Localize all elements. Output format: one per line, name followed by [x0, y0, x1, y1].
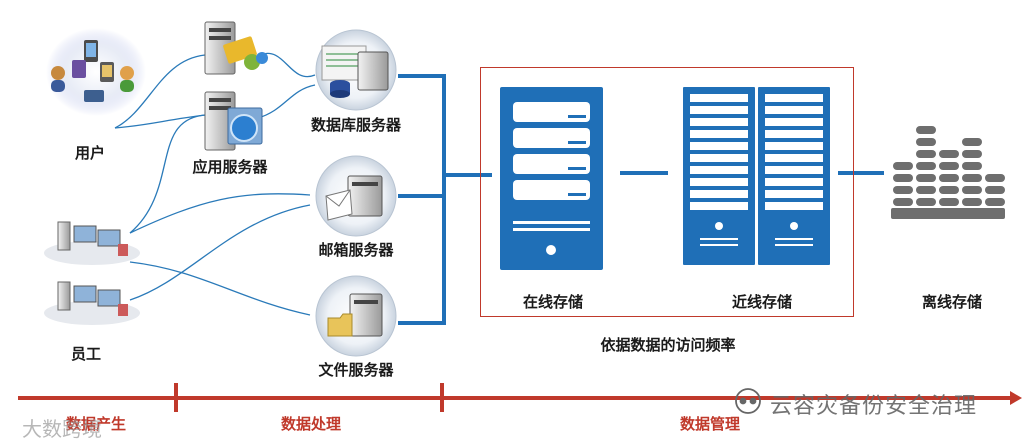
phase-data-management: 数据管理 — [679, 415, 741, 433]
users-label: 用户 — [74, 144, 106, 162]
connector-lines — [114, 52, 316, 316]
mail-server-icon — [315, 155, 397, 237]
mail-server-label: 邮箱服务器 — [318, 241, 394, 259]
offline-storage-icon — [891, 126, 1005, 219]
app-server-label: 应用服务器 — [192, 158, 268, 176]
users-icon — [46, 28, 146, 116]
storage-tier-frame — [480, 67, 854, 317]
wechat-logo-icon — [735, 388, 761, 414]
db-server-label: 数据库服务器 — [310, 116, 402, 134]
timeline-arrow — [18, 383, 1022, 412]
watermark-right: 云容灾备份安全治理 — [770, 394, 978, 419]
access-frequency-note: 依据数据的访问频率 — [600, 336, 736, 354]
bus-bracket — [398, 74, 884, 325]
employees-label: 员工 — [70, 345, 102, 363]
file-server-icon — [315, 275, 397, 357]
nearline-storage-icon — [683, 87, 830, 265]
online-storage-icon — [500, 87, 603, 270]
phase-data-generation: 数据产生 — [65, 415, 127, 433]
offline-storage-label: 离线存储 — [921, 293, 983, 311]
employee-workstations-icon — [44, 221, 140, 325]
online-storage-label: 在线存储 — [522, 293, 584, 311]
file-server-label: 文件服务器 — [318, 361, 394, 379]
nearline-storage-label: 近线存储 — [731, 293, 793, 311]
web-server-icon — [204, 21, 268, 75]
phase-data-processing: 数据处理 — [280, 415, 342, 433]
database-server-icon — [315, 29, 397, 111]
app-server-icon — [204, 91, 263, 151]
watermark-left: 大数跨境 — [22, 417, 102, 441]
